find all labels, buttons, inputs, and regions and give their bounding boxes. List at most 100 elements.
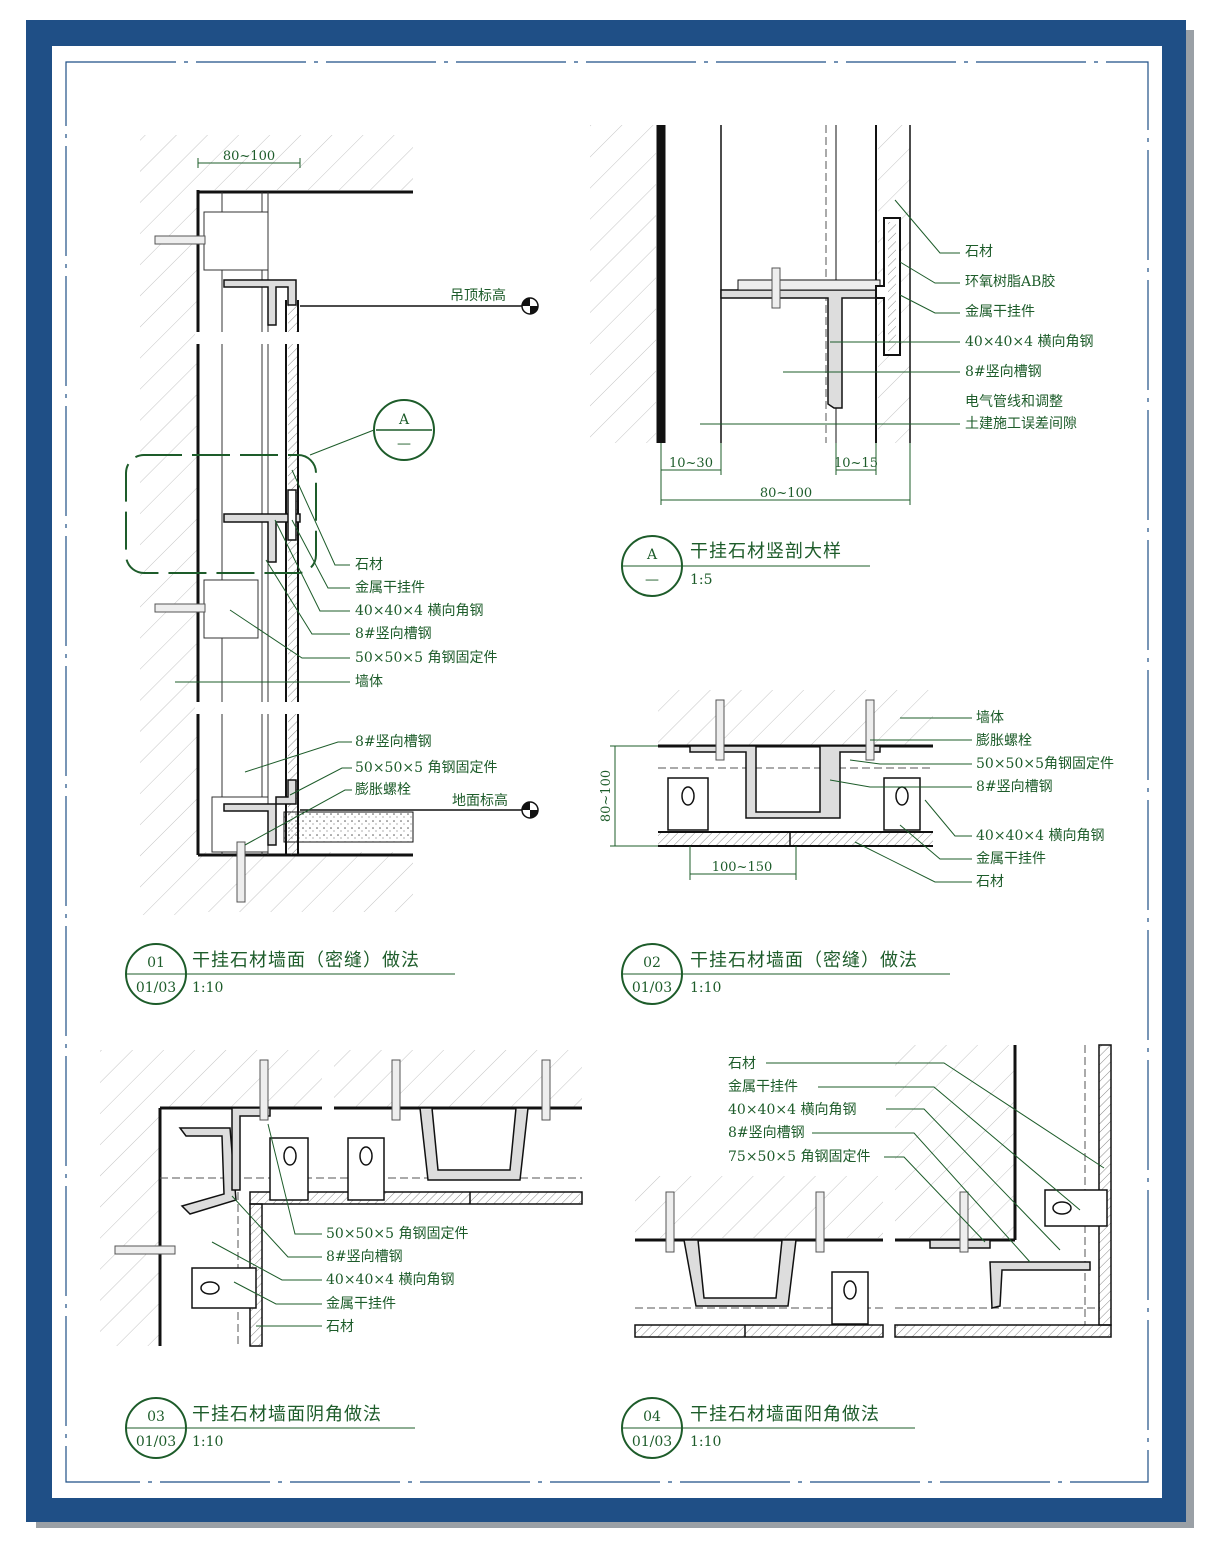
channel-steel bbox=[683, 1239, 797, 1307]
dim-text: 10~15 bbox=[834, 456, 878, 471]
dim-text: 80~100 bbox=[599, 770, 614, 822]
label-hanger: 金属干挂件 bbox=[965, 304, 1035, 320]
hanger-slot bbox=[888, 222, 896, 351]
bolt bbox=[665, 1191, 675, 1253]
detail-01: A — 80~100 吊顶标高 地面标高 石材 金属干挂件 40×40×4 横 bbox=[125, 135, 539, 915]
label-stone: 石材 bbox=[326, 1319, 354, 1335]
bolt bbox=[541, 1059, 551, 1121]
label-channel: 8#竖向槽钢 bbox=[355, 626, 432, 642]
slot-hole bbox=[359, 1146, 373, 1166]
title-text: 干挂石材墙面阳角做法 bbox=[690, 1404, 880, 1425]
bolt bbox=[865, 699, 875, 761]
expansion-bolt bbox=[154, 603, 206, 613]
wall-hatch bbox=[140, 135, 198, 915]
title-text: 干挂石材墙面阴角做法 bbox=[192, 1404, 382, 1425]
title-text: 干挂石材墙面（密缝）做法 bbox=[192, 950, 420, 971]
expansion-bolt bbox=[154, 235, 206, 245]
title-ref: 01/03 bbox=[136, 1434, 176, 1450]
label-stone: 石材 bbox=[976, 874, 1004, 890]
leader-lines bbox=[700, 199, 960, 425]
wall-hatch bbox=[334, 1050, 582, 1108]
title-ref: — bbox=[645, 572, 659, 588]
wall-hatch bbox=[895, 1176, 1015, 1238]
hanger-clip bbox=[831, 1271, 869, 1325]
title-block-02: 02 01/03 干挂石材墙面（密缝）做法 1:10 bbox=[621, 943, 950, 1005]
title-number: 01 bbox=[147, 955, 165, 971]
label-channel: 8#竖向槽钢 bbox=[728, 1125, 805, 1141]
level-symbol-fill bbox=[522, 298, 530, 306]
break-gap bbox=[195, 332, 305, 344]
stone-panel bbox=[894, 1324, 1112, 1338]
slot-hole bbox=[681, 786, 695, 806]
title-number: 03 bbox=[147, 1409, 165, 1425]
label-hanger: 金属干挂件 bbox=[355, 580, 425, 596]
angle-steel bbox=[231, 1107, 271, 1191]
leader-lines bbox=[829, 717, 972, 883]
wall-hatch bbox=[635, 1176, 883, 1238]
detail-a: 石材 环氧树脂AB胶 金属干挂件 40×40×4 横向角钢 8#竖向槽钢 电气管… bbox=[590, 125, 1093, 505]
label-stone: 石材 bbox=[728, 1056, 756, 1072]
label-wall: 墙体 bbox=[355, 674, 383, 690]
stone-panel bbox=[249, 1191, 583, 1205]
hanger-clip bbox=[347, 1137, 385, 1201]
bolt bbox=[715, 699, 725, 761]
title-text: 干挂石材墙面（密缝）做法 bbox=[690, 950, 918, 971]
detail-03: 50×50×5 角钢固定件 8#竖向槽钢 40×40×4 横向角钢 金属干挂件 … bbox=[100, 1050, 583, 1347]
label-hanger: 金属干挂件 bbox=[728, 1079, 798, 1095]
wall-hatch bbox=[100, 1108, 160, 1346]
label-channel: 8#竖向槽钢 bbox=[326, 1249, 403, 1265]
bolt bbox=[771, 267, 781, 309]
wall-hatch bbox=[895, 1045, 1015, 1176]
label-bolt-lower: 膨胀螺栓 bbox=[355, 781, 411, 798]
expansion-bolt bbox=[236, 841, 246, 903]
floor-finish bbox=[283, 811, 414, 843]
stone-hatch bbox=[288, 300, 297, 855]
title-scale: 1:10 bbox=[192, 1434, 223, 1450]
angle-top bbox=[737, 279, 881, 291]
fixing-plate bbox=[203, 211, 269, 271]
dim-text: 10~30 bbox=[669, 456, 713, 471]
angle-steel bbox=[223, 779, 297, 846]
title-block-01: 01 01/03 干挂石材墙面（密缝）做法 1:10 bbox=[125, 943, 455, 1005]
label-stone: 石材 bbox=[355, 557, 383, 573]
callout-region bbox=[125, 454, 317, 574]
fixing-plate bbox=[203, 579, 259, 639]
ceiling-level-label: 吊顶标高 bbox=[450, 287, 506, 304]
bolt bbox=[959, 1191, 969, 1253]
wall-hatch bbox=[100, 1050, 322, 1108]
title-ref: 01/03 bbox=[632, 980, 672, 996]
bolt bbox=[114, 1245, 176, 1255]
stone-panel bbox=[634, 1324, 884, 1338]
label-epoxy: 环氧树脂AB胶 bbox=[965, 273, 1055, 290]
slot-hole bbox=[1052, 1201, 1072, 1215]
detail-04: 石材 金属干挂件 40×40×4 横向角钢 8#竖向槽钢 75×50×5 角钢固… bbox=[634, 1044, 1112, 1338]
label-hanger: 金属干挂件 bbox=[976, 851, 1046, 867]
label-conduit: 电气管线和调整 bbox=[965, 394, 1063, 410]
label-fixing-lower: 50×50×5 角钢固定件 bbox=[355, 760, 497, 776]
label-channel: 8#竖向槽钢 bbox=[976, 779, 1053, 795]
level-symbol-fill bbox=[530, 306, 538, 314]
label-angle: 40×40×4 横向角钢 bbox=[976, 828, 1104, 844]
title-block-a: A — 干挂石材竖剖大样 1:5 bbox=[621, 535, 870, 597]
hanger-clip bbox=[1044, 1189, 1108, 1227]
dim-text: 80~100 bbox=[760, 486, 812, 501]
bolt bbox=[391, 1059, 401, 1121]
level-symbol-fill bbox=[522, 802, 530, 810]
angle-steel bbox=[989, 1261, 1091, 1309]
title-scale: 1:10 bbox=[192, 980, 223, 996]
label-angle: 40×40×4 横向角钢 bbox=[326, 1272, 454, 1288]
label-angle: 40×40×4 横向角钢 bbox=[965, 334, 1093, 350]
title-scale: 1:10 bbox=[690, 980, 721, 996]
hanger-clip bbox=[667, 777, 709, 831]
break-gap bbox=[195, 702, 305, 714]
stone-panel bbox=[1098, 1044, 1112, 1326]
dimension-lines bbox=[610, 745, 797, 880]
label-channel: 8#竖向槽钢 bbox=[965, 364, 1042, 380]
title-scale: 1:5 bbox=[690, 572, 713, 588]
title-block-04: 04 01/03 干挂石材墙面阳角做法 1:10 bbox=[621, 1397, 915, 1459]
label-channel-lower: 8#竖向槽钢 bbox=[355, 734, 432, 750]
label-fixing: 50×50×5 角钢固定件 bbox=[355, 650, 497, 666]
label-tolerance: 土建施工误差间隙 bbox=[965, 416, 1077, 432]
callout-sub: — bbox=[397, 436, 411, 452]
